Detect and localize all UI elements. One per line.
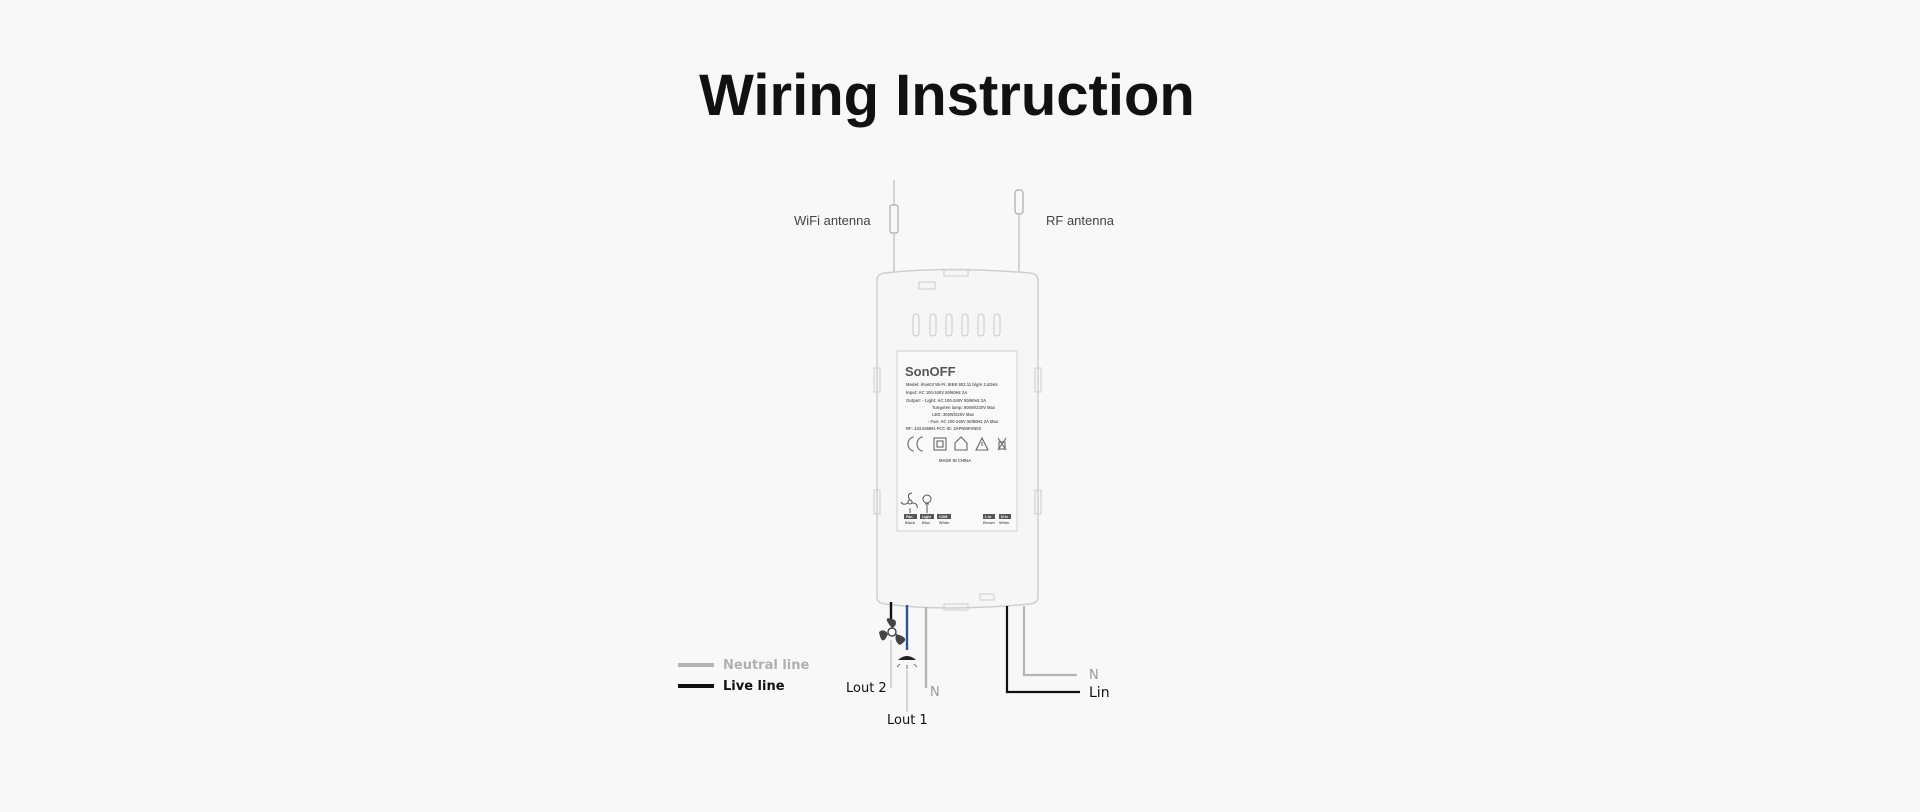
device-label-plate: SonOFF Model: iFan03 Wi-Fi: IEEE 802.11 … xyxy=(896,350,1018,532)
bulb-icon xyxy=(922,494,932,505)
spec-line-7: RF: 433.92MHz FCC ID: 2APN5IFAN03 xyxy=(906,426,982,431)
legend-live-label: Live line xyxy=(723,679,785,694)
brand-logo: SonOFF xyxy=(905,364,956,379)
terminal-nin-color: White xyxy=(999,521,1009,525)
spec-line-2: Input: AC 100-240V 50/60Hz 2A xyxy=(906,390,967,395)
terminal-light-tag: Light xyxy=(922,515,932,519)
legend: Neutral line Live line xyxy=(678,658,809,694)
terminal-fan-color: Black xyxy=(905,521,916,525)
spec-line-4: Tungsten lamp: 600W/220V Max xyxy=(932,405,996,410)
legend-neutral-label: Neutral line xyxy=(723,658,809,673)
terminal-lin-tag: L in xyxy=(985,515,991,519)
terminal-fan-tag: Fan xyxy=(906,515,912,519)
terminal-com-color: White xyxy=(939,521,949,525)
rf-antenna xyxy=(1014,189,1024,276)
n-out-label: N xyxy=(930,685,940,700)
terminal-lin-color: Brown xyxy=(983,521,995,525)
fan-symbol-icon xyxy=(879,618,906,645)
spec-line-6: - Fan: AC 100-240V 50/60Hz 2A Max xyxy=(928,419,999,424)
wifi-antenna xyxy=(889,180,899,276)
terminal-light-color: Blue xyxy=(922,521,930,525)
neutral-wire-in xyxy=(1022,606,1077,677)
made-in-label: MADE IN CHINA xyxy=(939,458,971,463)
lin-label: Lin xyxy=(1089,685,1110,701)
lout2-label: Lout 2 xyxy=(846,681,887,696)
page-title: Wiring Instruction xyxy=(699,63,1195,128)
spec-line-5: LED: 300W/220V Max xyxy=(932,412,975,417)
spec-line-1: Model: iFan03 Wi-Fi: IEEE 802.11 b/g/n 2… xyxy=(906,382,998,387)
input-wires xyxy=(1005,606,1080,694)
lamp-symbol-icon xyxy=(896,656,918,669)
terminal-com-tag: COM xyxy=(939,515,947,519)
rf-antenna-label: RF antenna xyxy=(1046,213,1115,228)
spec-line-3: Output: - Light: AC 100-240V 50/60Hz 2A xyxy=(906,398,986,403)
fan-icon xyxy=(900,492,918,509)
wifi-antenna-label: WiFi antenna xyxy=(794,213,871,228)
lout1-label: Lout 1 xyxy=(887,713,928,728)
n-in-label: N xyxy=(1089,668,1099,683)
live-wire-in xyxy=(1005,606,1080,694)
certification-icons xyxy=(907,436,1007,452)
terminal-nin-tag: N in xyxy=(1001,515,1008,519)
